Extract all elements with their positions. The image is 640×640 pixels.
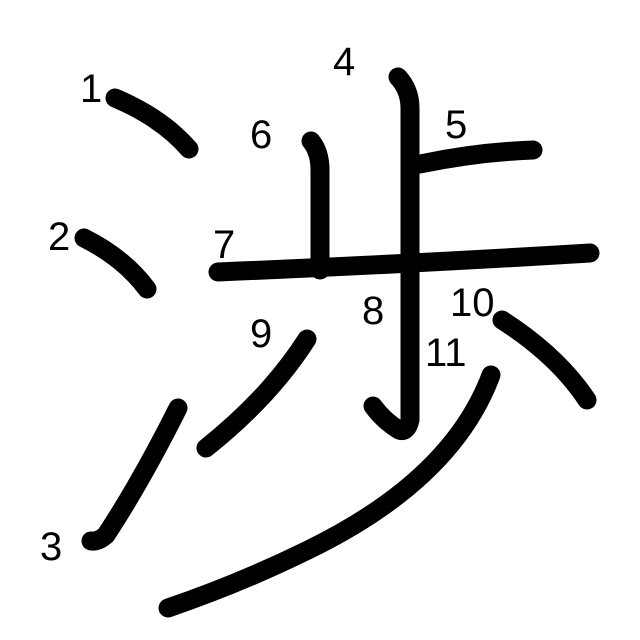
- stroke-5: [410, 140, 543, 174]
- stroke-number-3: 3: [40, 525, 62, 569]
- stroke-2: [74, 228, 157, 299]
- stroke-number-7: 7: [213, 223, 235, 267]
- stroke-number-2: 2: [48, 215, 70, 259]
- stroke-3: [81, 398, 188, 551]
- stroke-4: [388, 67, 420, 278]
- stroke-number-6: 6: [250, 113, 272, 157]
- stroke-numbers: 1 2 3 4 5 6 7 8 9 10 11: [40, 40, 495, 569]
- stroke-number-1: 1: [80, 67, 102, 111]
- stroke-10: [492, 310, 597, 410]
- character-strokes: [74, 67, 600, 618]
- stroke-6: [301, 131, 330, 280]
- stroke-1: [105, 88, 199, 159]
- stroke-number-10: 10: [450, 281, 495, 325]
- stroke-8: [363, 258, 420, 440]
- stroke-9: [196, 329, 317, 458]
- stroke-11: [158, 365, 501, 618]
- stroke-number-8: 8: [362, 289, 384, 333]
- stroke-number-4: 4: [333, 40, 355, 84]
- stroke-number-9: 9: [250, 312, 272, 356]
- stroke-number-5: 5: [445, 103, 467, 147]
- stroke-number-11: 11: [425, 331, 467, 375]
